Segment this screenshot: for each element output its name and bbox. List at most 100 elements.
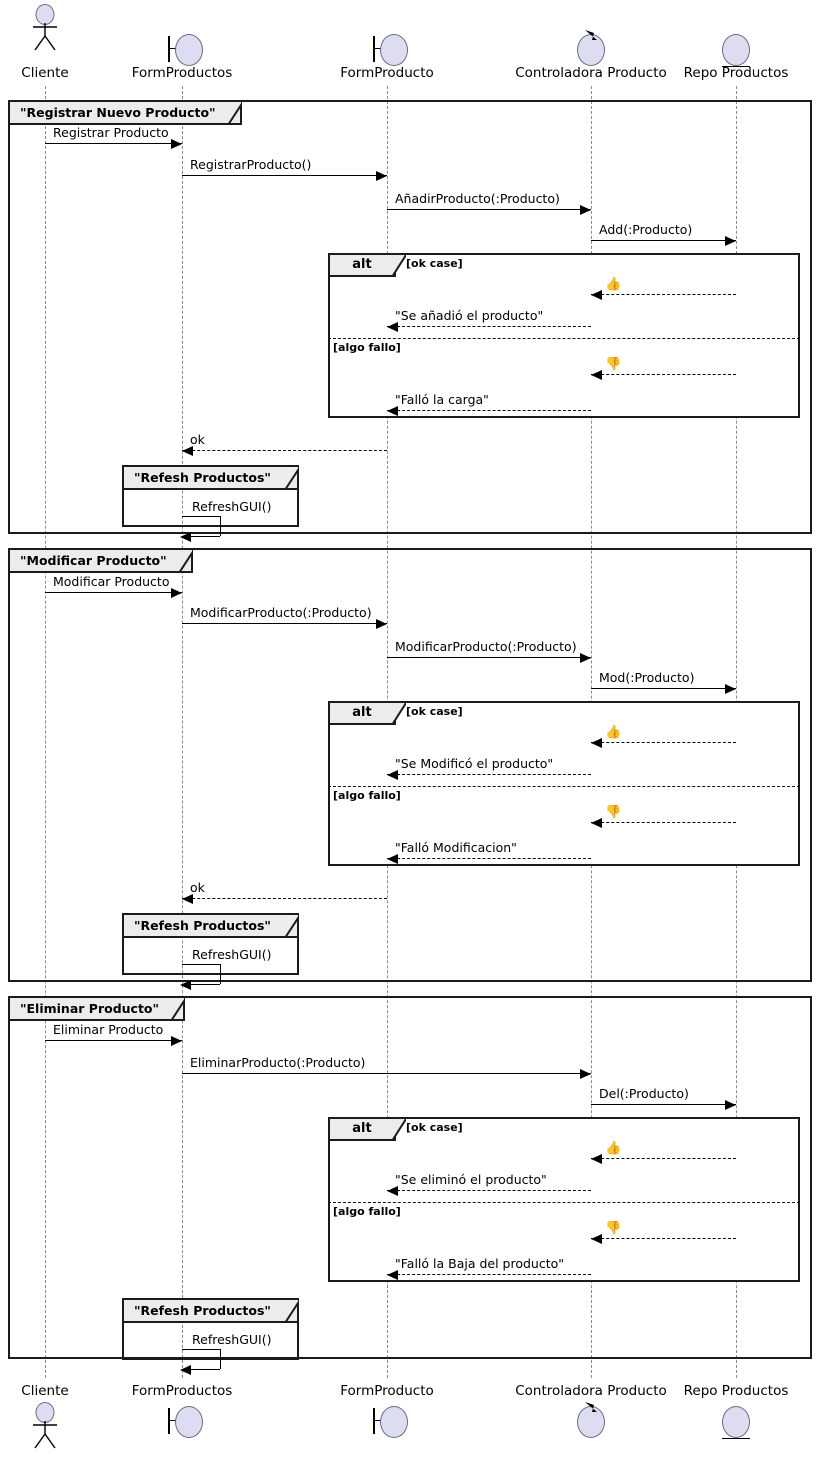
self-message-label: RefreshGUI() bbox=[192, 947, 272, 962]
message-line bbox=[591, 1104, 736, 1105]
frame-tab-notch bbox=[178, 550, 192, 571]
participant-name: Cliente bbox=[21, 65, 69, 81]
actor-head bbox=[35, 4, 55, 25]
participant-entity-repo-productos bbox=[666, 28, 806, 70]
message-line bbox=[591, 374, 736, 375]
self-message-bottom bbox=[186, 1369, 220, 1370]
message-label: "Falló la carga" bbox=[395, 392, 489, 407]
arrow-head-left bbox=[387, 1185, 398, 1196]
message-line bbox=[182, 1073, 591, 1074]
message-line bbox=[591, 822, 736, 823]
message-line bbox=[182, 623, 387, 624]
arrow-head-left bbox=[591, 369, 602, 380]
message-line bbox=[591, 1158, 736, 1159]
nested-frame-refresh-productos: "Refesh Productos" bbox=[122, 1298, 299, 1360]
arrow-head-left bbox=[387, 1269, 398, 1280]
message-label: "Falló Modificacion" bbox=[395, 840, 517, 855]
arrow-head-left bbox=[180, 531, 191, 542]
arrow-head-left bbox=[591, 289, 602, 300]
participant-label-controladora-producto: Controladora Producto bbox=[491, 1384, 691, 1399]
nested-frame-label: "Refesh Productos" bbox=[134, 470, 271, 485]
boundary-icon bbox=[152, 28, 212, 70]
message-line bbox=[387, 858, 591, 859]
arrow-head-left bbox=[591, 737, 602, 748]
arrow-head-right bbox=[171, 587, 182, 598]
thumbs-up-icon: 👍 bbox=[605, 725, 622, 740]
self-message-bottom bbox=[186, 536, 220, 537]
self-message-right bbox=[220, 1349, 221, 1369]
thumbs-down-icon: 👎 bbox=[605, 357, 622, 372]
frame-modificarproducto: "Modificar Producto" bbox=[8, 548, 812, 982]
participant-control-controladora-producto bbox=[521, 1400, 661, 1442]
arrow-head-right bbox=[725, 235, 736, 246]
entity-circle bbox=[722, 34, 750, 66]
arrow-head-left bbox=[591, 817, 602, 828]
arrow-head-right bbox=[171, 138, 182, 149]
lifeline-formproductos bbox=[182, 86, 183, 1378]
nested-frame-label: "Refesh Productos" bbox=[134, 1303, 271, 1318]
actor-icon bbox=[15, 1400, 75, 1449]
boundary-circle bbox=[175, 34, 203, 66]
alt-operator-tab: alt bbox=[330, 1119, 396, 1141]
nested-frame-tab-notch bbox=[284, 467, 298, 488]
participant-name: FormProducto bbox=[340, 1383, 434, 1399]
participant-boundary-formproductos bbox=[112, 28, 252, 70]
message-label: "Se eliminó el producto" bbox=[395, 1172, 547, 1187]
boundary-bar bbox=[168, 36, 170, 62]
self-message-top bbox=[182, 1349, 220, 1350]
arrow-head-left bbox=[387, 405, 398, 416]
arrow-head-left bbox=[591, 1233, 602, 1244]
message-label: Mod(:Producto) bbox=[599, 670, 695, 685]
message-label: RegistrarProducto() bbox=[190, 157, 312, 172]
participant-name: Controladora Producto bbox=[515, 1383, 667, 1399]
entity-icon bbox=[706, 1400, 766, 1442]
message-line bbox=[45, 592, 182, 593]
frame-label: "Registrar Nuevo Producto" bbox=[20, 105, 216, 120]
self-message-top bbox=[182, 964, 220, 965]
alt-guard-condition: [ok case] bbox=[406, 257, 463, 270]
participant-name: Cliente bbox=[21, 1383, 69, 1399]
nested-frame-refresh-productos: "Refesh Productos" bbox=[122, 465, 299, 527]
participant-name: FormProductos bbox=[131, 65, 233, 81]
message-line bbox=[45, 1040, 182, 1041]
participant-label-formproducto: FormProducto bbox=[287, 1384, 487, 1399]
frame-label: "Modificar Producto" bbox=[20, 553, 167, 568]
alt-tab-notch bbox=[332, 1118, 407, 1145]
message-line bbox=[387, 326, 591, 327]
arrow-head-right bbox=[580, 1068, 591, 1079]
participant-label-repo-productos: Repo Productos bbox=[636, 66, 816, 81]
alt-fragment: alt bbox=[328, 253, 800, 418]
entity-icon bbox=[706, 28, 766, 70]
nested-frame-tab: "Refesh Productos" bbox=[124, 467, 299, 490]
arrow-head-left bbox=[387, 853, 398, 864]
frame-registrarnuevoproducto: "Registrar Nuevo Producto" bbox=[8, 100, 812, 534]
boundary-bar bbox=[168, 1408, 170, 1434]
control-circle bbox=[577, 34, 605, 66]
nested-frame-refresh-productos: "Refesh Productos" bbox=[122, 913, 299, 975]
entity-circle bbox=[722, 1406, 750, 1438]
boundary-icon bbox=[357, 28, 417, 70]
alt-fragment: alt bbox=[328, 701, 800, 866]
alt-branch-divider bbox=[328, 1202, 800, 1203]
arrow-head-right bbox=[580, 652, 591, 663]
alt-operator-tab: alt bbox=[330, 703, 396, 725]
arrow-head-left bbox=[591, 1153, 602, 1164]
participant-boundary-formproducto bbox=[317, 1400, 457, 1442]
alt-guard-condition: [ok case] bbox=[406, 705, 463, 718]
message-label: ok bbox=[190, 432, 205, 447]
participant-actor-cliente bbox=[0, 2, 115, 51]
thumbs-down-icon: 👎 bbox=[605, 805, 622, 820]
alt-tab-notch bbox=[332, 254, 407, 281]
participant-label-repo-productos: Repo Productos bbox=[636, 1384, 816, 1399]
self-message-right bbox=[220, 964, 221, 984]
arrow-head-left bbox=[182, 893, 193, 904]
arrow-head-right bbox=[171, 1035, 182, 1046]
arrow-head-right bbox=[580, 204, 591, 215]
frame-tab: "Registrar Nuevo Producto" bbox=[10, 102, 242, 125]
nested-frame-tab: "Refesh Productos" bbox=[124, 1300, 299, 1323]
alt-branch-divider bbox=[328, 338, 800, 339]
arrow-head-right bbox=[725, 1099, 736, 1110]
actor-head bbox=[35, 1402, 55, 1423]
nested-frame-tab-notch bbox=[284, 915, 298, 936]
participant-control-controladora-producto bbox=[521, 28, 661, 70]
